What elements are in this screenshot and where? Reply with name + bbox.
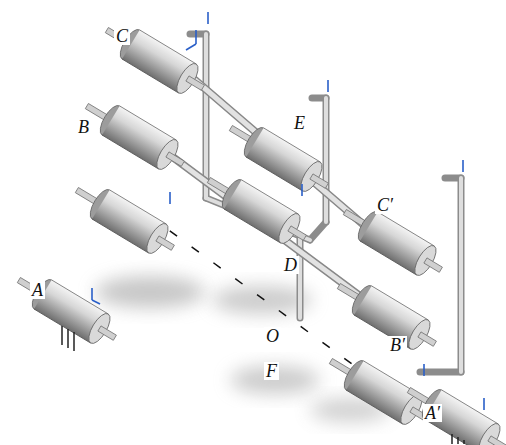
motor-cylinder [200, 165, 314, 252]
motor-cylinder [10, 265, 124, 352]
dashed-axis [148, 215, 385, 388]
motor-cylinder [98, 15, 212, 102]
shadow [95, 276, 205, 308]
part-label: A′ [423, 404, 442, 422]
part-label: A [30, 281, 45, 299]
part-label: D [282, 256, 299, 274]
frame-posts [190, 34, 461, 372]
motor-cylinder [322, 346, 436, 433]
part-label: F [264, 362, 279, 380]
part-label: B′ [388, 336, 407, 354]
shafts [170, 80, 372, 302]
part-label: O [264, 327, 281, 345]
motor-cylinder [78, 91, 192, 178]
connector-pins [62, 326, 464, 444]
part-label: C [114, 27, 130, 45]
motor-cylinder [68, 175, 182, 262]
axis-marker [92, 12, 484, 410]
part-label: E [292, 114, 307, 132]
part-label: C′ [375, 196, 395, 214]
part-label: B [76, 118, 91, 136]
motor-cylinder [400, 375, 506, 445]
motor-cylinder [330, 271, 444, 358]
